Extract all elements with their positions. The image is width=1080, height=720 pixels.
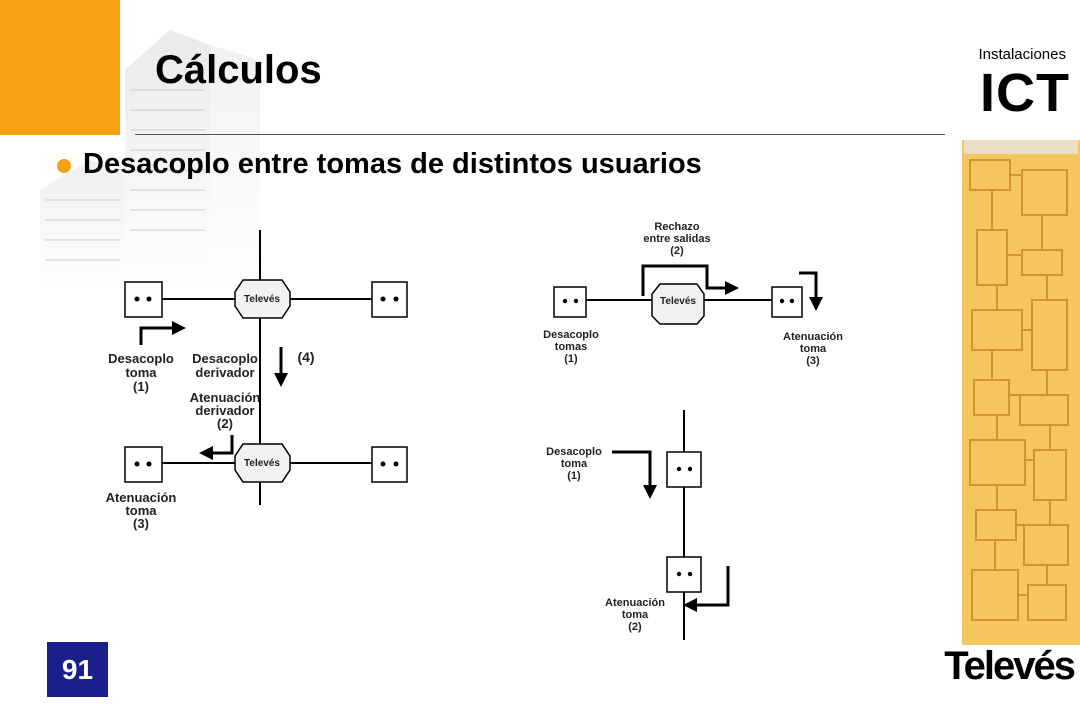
label-atenuacion-toma-l3: (3) — [133, 516, 149, 531]
label-desacoplo-tomas-l3: (1) — [564, 353, 578, 365]
splitter: Televés — [651, 283, 705, 325]
page-title: Cálculos — [155, 48, 322, 92]
page-number: 91 — [47, 642, 108, 697]
label-desacoplo-derivador-l2: derivador — [195, 365, 254, 380]
label-atenuacion-derivador-l3: (2) — [217, 416, 233, 431]
label-atenuacion-toma-l1: Atenuación — [106, 490, 177, 505]
label-rechazo-l2: entre salidas — [643, 233, 710, 245]
outlet-socket — [666, 556, 702, 593]
arrow-atenuacion-derivador — [199, 435, 234, 460]
brand-ict: ICT — [980, 63, 1070, 123]
orange-corner-block — [0, 0, 120, 135]
label-atenuacion-derivador-l1: Atenuación — [190, 390, 261, 405]
label-atenuacion-derivador-l2: derivador — [195, 403, 254, 418]
label-atenuacion-toma-rt-l2: toma — [800, 343, 827, 355]
label-desacoplo-derivador-l1: Desacoplo — [192, 351, 258, 366]
brand-caption: Instalaciones — [978, 46, 1066, 63]
label-atenuacion-toma-rb-l2: toma — [622, 609, 649, 621]
label-atenuacion-toma-rt-l1: Atenuación — [783, 331, 843, 343]
outlet-socket — [371, 446, 408, 483]
label-desacoplo-tomas-l2: tomas — [555, 341, 587, 353]
building-background-image — [40, 30, 260, 290]
tap-derivador: Televés — [234, 443, 291, 483]
label-atenuacion-toma-rt-l3: (3) — [806, 355, 820, 367]
title-divider — [135, 134, 945, 135]
label-atenuacion-toma-rb-l3: (2) — [628, 621, 642, 633]
outlet-socket — [771, 286, 803, 318]
label-desacoplo-toma-l2: toma — [125, 365, 157, 380]
tap-brand-label: Televés — [244, 294, 280, 305]
label-desacoplo-tomas-l1: Desacoplo — [543, 329, 599, 341]
right-bottom-diagram: Desacoplo toma (1) Atenuación toma (2) — [546, 410, 730, 640]
outlet-socket — [124, 446, 163, 483]
label-desacoplo-toma-rb-l1: Desacoplo — [546, 446, 602, 458]
tap-brand-label: Televés — [244, 458, 280, 469]
arrow-desacoplo-toma-rb — [612, 450, 657, 499]
section-subtitle: Desacoplo entre tomas de distintos usuar… — [83, 148, 702, 180]
label-desacoplo-toma-l1: Desacoplo — [108, 351, 174, 366]
label-atenuacion-toma-l2: toma — [125, 503, 157, 518]
outlet-socket — [124, 281, 163, 318]
circuit-board-panel — [962, 140, 1080, 645]
outlet-socket — [666, 451, 702, 488]
arrow-desacoplo-derivador — [274, 347, 288, 387]
arrow-atenuacion-toma — [799, 271, 823, 311]
label-desacoplo-toma-rb-l2: toma — [561, 458, 588, 470]
arrow-desacoplo-toma — [139, 321, 186, 345]
left-diagram: Televés Televés Desacoplo toma (1) Desac… — [106, 230, 408, 531]
bullet-icon — [57, 159, 71, 173]
tap-derivador: Televés — [234, 279, 291, 319]
splitter-brand-label: Televés — [660, 296, 696, 307]
outlet-socket — [371, 281, 408, 318]
label-4: (4) — [297, 349, 314, 365]
televes-logo: Televés — [944, 644, 1076, 688]
arrow-rechazo — [641, 264, 739, 296]
outlet-socket — [553, 286, 587, 318]
right-top-diagram: Televés Rechazo entre salidas (2) Desaco… — [543, 221, 843, 367]
label-desacoplo-toma-rb-l3: (1) — [567, 470, 581, 482]
label-rechazo-l3: (2) — [670, 245, 684, 257]
label-atenuacion-toma-rb-l1: Atenuación — [605, 597, 665, 609]
label-desacoplo-toma-l3: (1) — [133, 379, 149, 394]
label-rechazo-l1: Rechazo — [654, 221, 700, 233]
arrow-atenuacion-toma-rb — [683, 566, 730, 612]
